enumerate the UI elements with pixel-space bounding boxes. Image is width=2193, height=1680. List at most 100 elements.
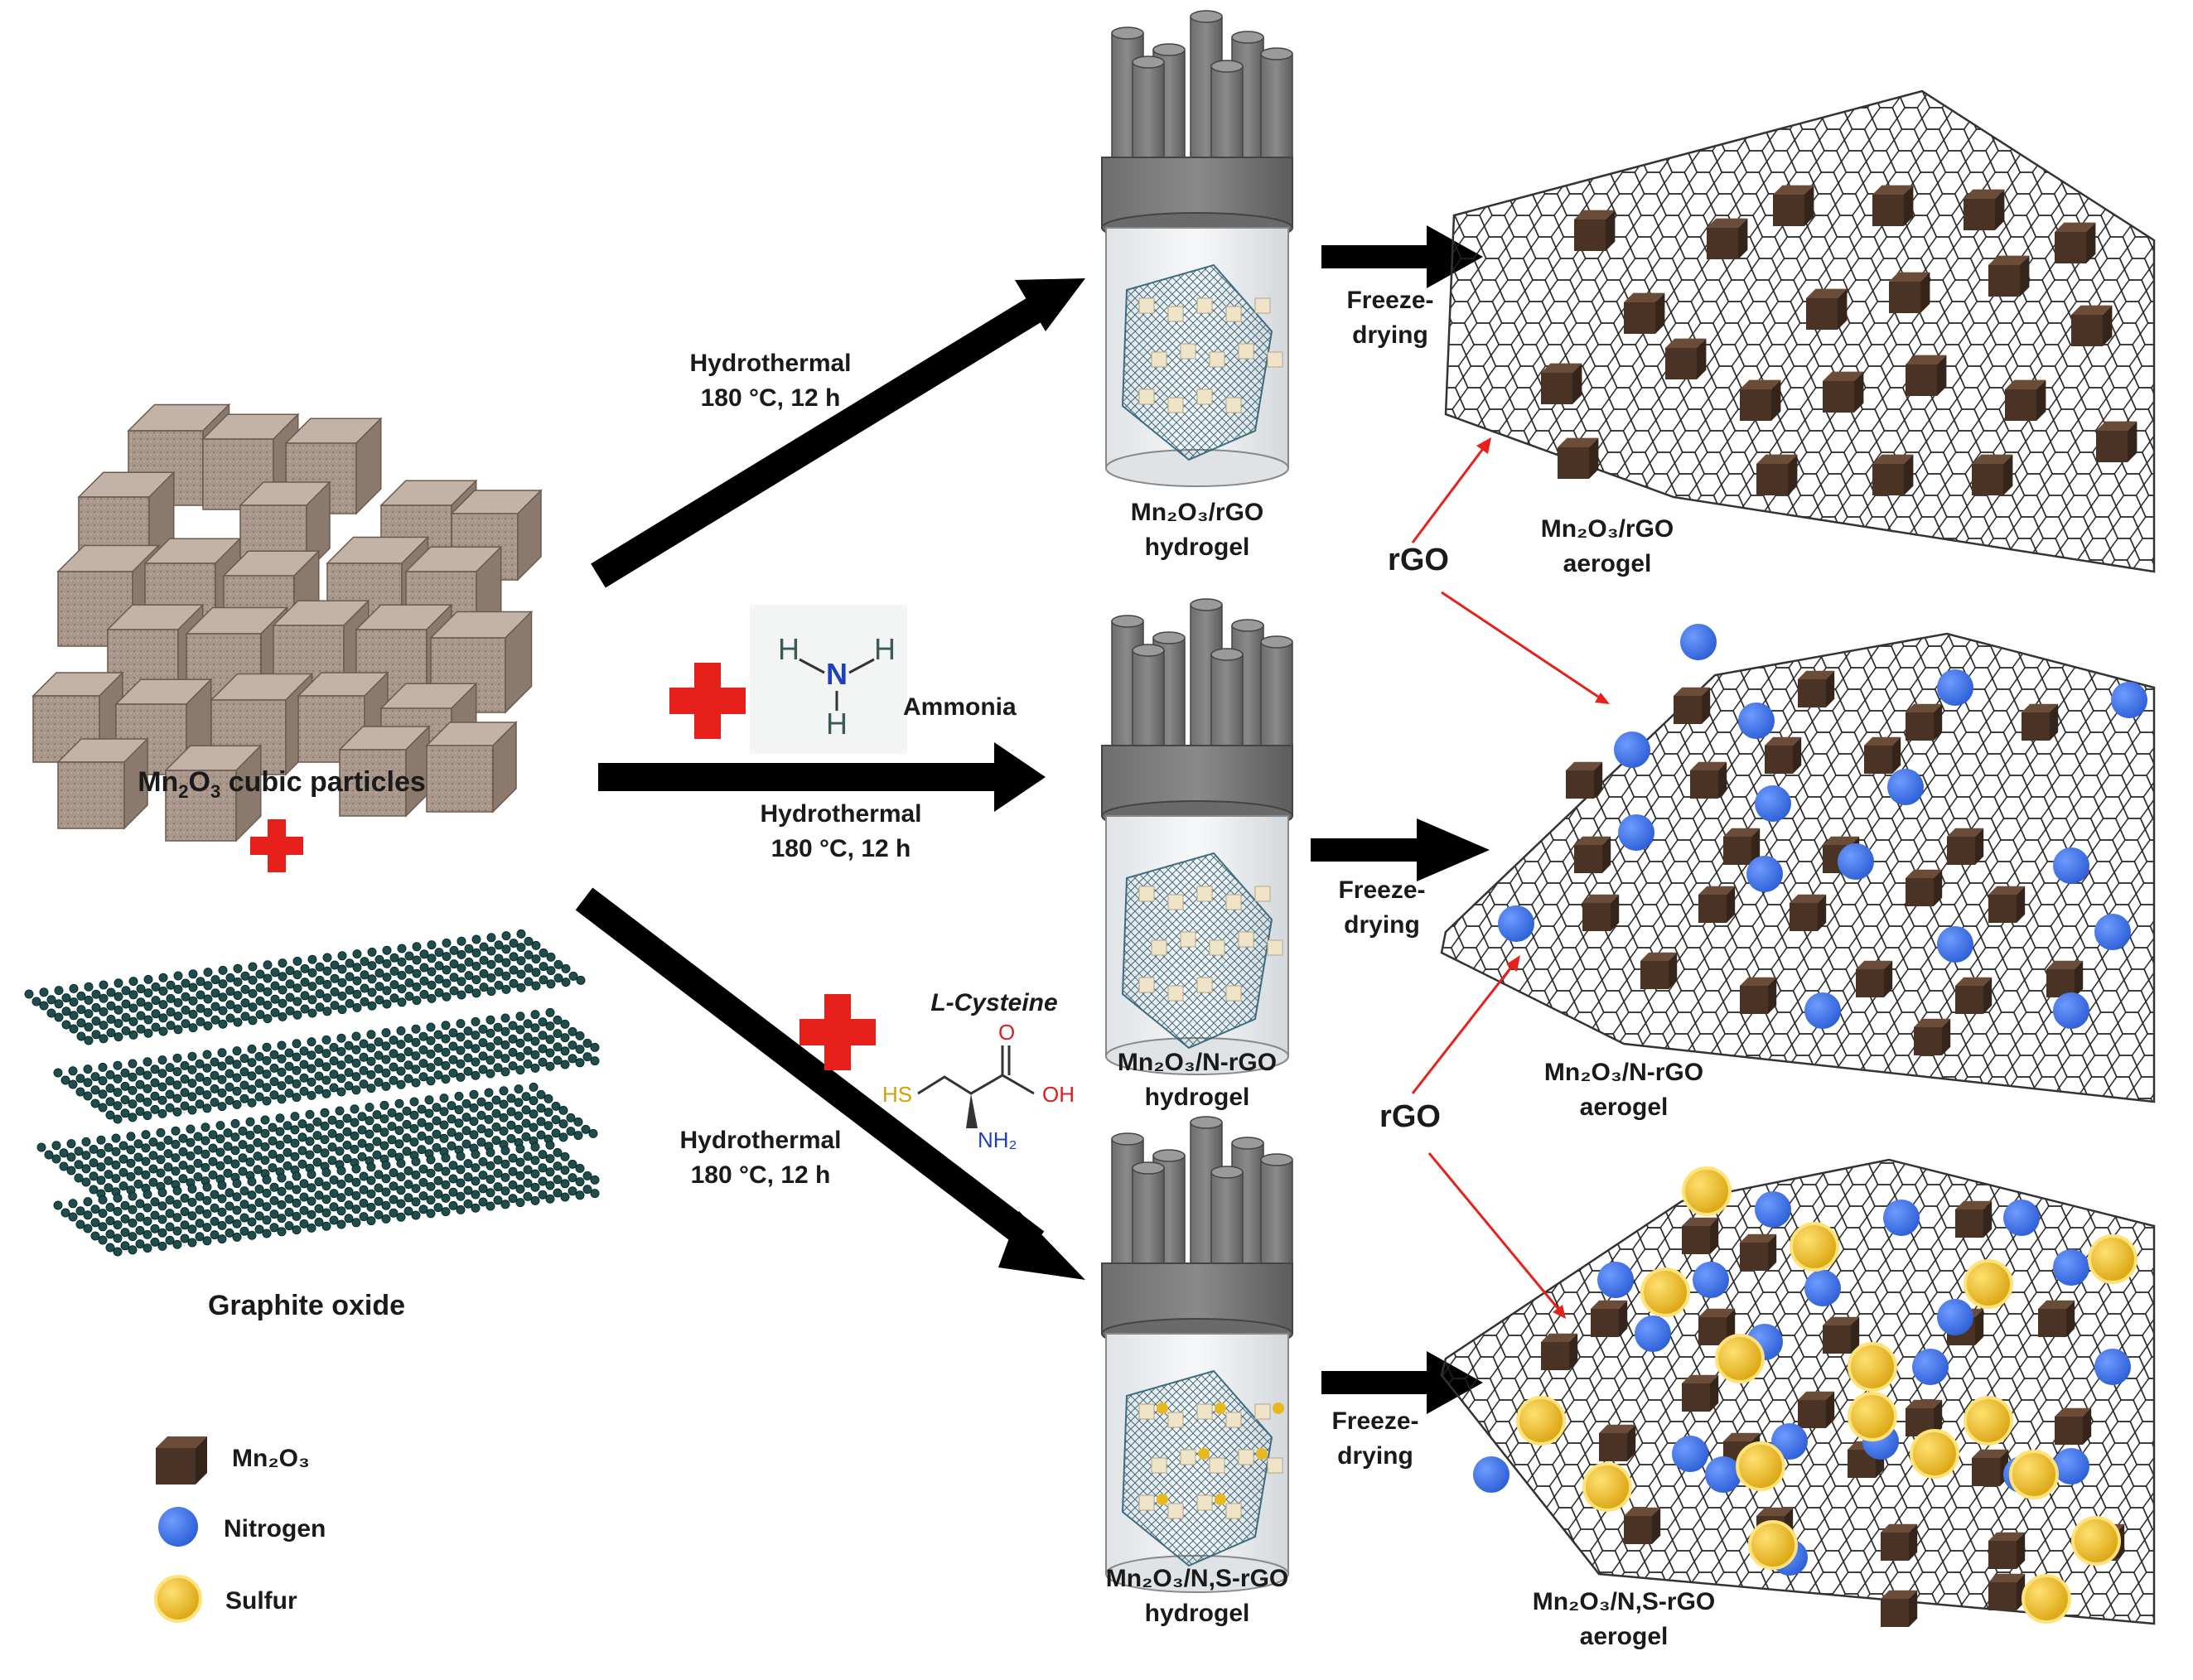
route2-condition-line2: 180 °C, 12 h: [771, 835, 911, 862]
mn2o3-particle: [1988, 1532, 2026, 1541]
sulfur-atom: [1964, 1259, 2013, 1309]
gel-particle: [1151, 939, 1167, 956]
gel-particle: [1209, 1457, 1225, 1474]
route3-hydrogel-line1: Mn₂O₃/N,S-rGO: [1106, 1565, 1289, 1592]
nitrogen-atom: [2053, 847, 2089, 884]
mn2o3-particles-label: Mn2O3 cubic particles: [138, 766, 426, 802]
route3-arrow: [575, 887, 1085, 1280]
autoclave-vial: [1101, 598, 1293, 1075]
gel-sulfur: [1256, 1448, 1268, 1460]
route1-condition-line2: 180 °C, 12 h: [701, 384, 841, 412]
nitrogen-atom: [1618, 814, 1654, 851]
legend: Mn₂O₃ Nitrogen Sulfur: [154, 1436, 326, 1623]
mn2o3-particle: [1947, 828, 1984, 837]
gel-particle: [1138, 297, 1155, 314]
nitrogen-atom: [1755, 785, 1791, 822]
sulfur-atom: [2088, 1234, 2137, 1284]
route2-hydrogel-line2: hydrogel: [1145, 1084, 1250, 1111]
mn2o3-particle: [1955, 1200, 1993, 1209]
mn2o3-cube: [425, 721, 518, 813]
gel-particle: [1180, 343, 1196, 360]
mn2o3-particle: [1881, 1523, 1918, 1533]
mn2o3-particle: [2096, 421, 2137, 431]
nitrogen-atom: [1937, 669, 1973, 706]
aerogel-sheet-1: [1444, 89, 2156, 573]
gel-particle: [1254, 1403, 1271, 1420]
mn2o3-particle: [1798, 670, 1835, 679]
nitrogen-atom: [2053, 1448, 2089, 1484]
mn2o3-particle: [1823, 371, 1864, 381]
legend-mn2o3-icon: [156, 1436, 207, 1484]
mn2o3-particle: [1698, 886, 1736, 895]
legend-mn2o3-label: Mn₂O₃: [232, 1445, 310, 1472]
nitrogen-atom: [2094, 914, 2131, 950]
route3-aerogel-line1: Mn₂O₃/N,S-rGO: [1533, 1588, 1716, 1615]
mn2o3-particle: [1964, 189, 2005, 199]
mn2o3-particle: [1541, 363, 1582, 373]
nitrogen-atom: [1937, 926, 1973, 963]
gel-particle: [1196, 1494, 1213, 1511]
nitrogen-atom: [1597, 1262, 1634, 1298]
svg-text:HS: HS: [882, 1082, 912, 1107]
mn2o3-particle: [2071, 305, 2113, 315]
gel-particle: [1238, 343, 1254, 360]
mn2o3-particle: [1682, 1217, 1719, 1226]
legend-nitrogen-label: Nitrogen: [224, 1515, 326, 1542]
mn2o3-cube: [338, 725, 431, 818]
gel-particle: [1267, 939, 1283, 956]
mn2o3-particle: [1707, 218, 1748, 228]
autoclave-vial: [1101, 1116, 1293, 1593]
gel-particle: [1167, 985, 1184, 1002]
gel-sulfur: [1157, 1494, 1168, 1505]
route1-hydrogel-line2: hydrogel: [1145, 533, 1250, 561]
nitrogen-atom: [1883, 1200, 1920, 1236]
gel-sulfur: [1273, 1402, 1284, 1414]
nitrogen-atom: [1614, 731, 1650, 768]
rgo-label-1: rGO: [1388, 543, 1449, 577]
gel-particle: [1180, 931, 1196, 948]
nitrogen-atom: [1804, 1270, 1841, 1306]
route3-hydrogel-line2: hydrogel: [1145, 1600, 1250, 1627]
mn2o3-particle: [1889, 272, 1930, 282]
sulfur-atom: [1682, 1166, 1732, 1216]
legend-nitrogen-icon: [158, 1507, 198, 1547]
nitrogen-atom: [1672, 1436, 1708, 1472]
mn2o3-particle: [1624, 1507, 1661, 1516]
nitrogen-atom: [1738, 702, 1775, 739]
mn2o3-particle: [1574, 836, 1611, 845]
sulfur-atom: [1748, 1520, 1798, 1570]
mn2o3-particle: [1806, 288, 1848, 298]
gel-particle: [1180, 1449, 1196, 1465]
gel-particle: [1209, 939, 1225, 956]
route1-aerogel-line2: aerogel: [1563, 550, 1652, 577]
mn2o3-particle: [1972, 1449, 2009, 1458]
mn2o3-particle: [1740, 379, 1781, 389]
mn2o3-particle: [1541, 1333, 1578, 1342]
gel-particle: [1209, 351, 1225, 368]
sulfur-atom: [1516, 1396, 1566, 1446]
mn2o3-particle: [1698, 1308, 1736, 1317]
svg-text:NH₂: NH₂: [978, 1127, 1017, 1152]
nitrogen-atom: [1755, 1191, 1791, 1228]
route3-condition-line1: Hydrothermal: [679, 1127, 841, 1154]
graphite-oxide-label: Graphite oxide: [208, 1290, 405, 1321]
mn2o3-particle: [1740, 1233, 1777, 1243]
mn2o3-particle: [1823, 1316, 1860, 1325]
gel-particle: [1238, 931, 1254, 948]
nitrogen-atom: [1473, 1456, 1509, 1493]
mn2o3-particle: [1756, 1507, 1794, 1516]
mn2o3-particle: [1872, 185, 1914, 195]
rgo-label-2: rGO: [1379, 1099, 1441, 1134]
mn2o3-particle: [1624, 292, 1665, 302]
svg-text:N: N: [826, 657, 848, 691]
aerogel-sheet-3: [1440, 1158, 2156, 1627]
plus-icon: [250, 819, 303, 872]
gel-particle: [1267, 1457, 1283, 1474]
mn2o3-particle: [1566, 761, 1603, 770]
sulfur-atom: [1848, 1392, 1897, 1441]
mn2o3-particle: [1723, 828, 1761, 837]
mn2o3-particle: [1665, 338, 1707, 348]
mn2o3-particle: [1740, 977, 1777, 986]
gel-sulfur: [1198, 1448, 1210, 1460]
gel-particle: [1254, 886, 1271, 902]
